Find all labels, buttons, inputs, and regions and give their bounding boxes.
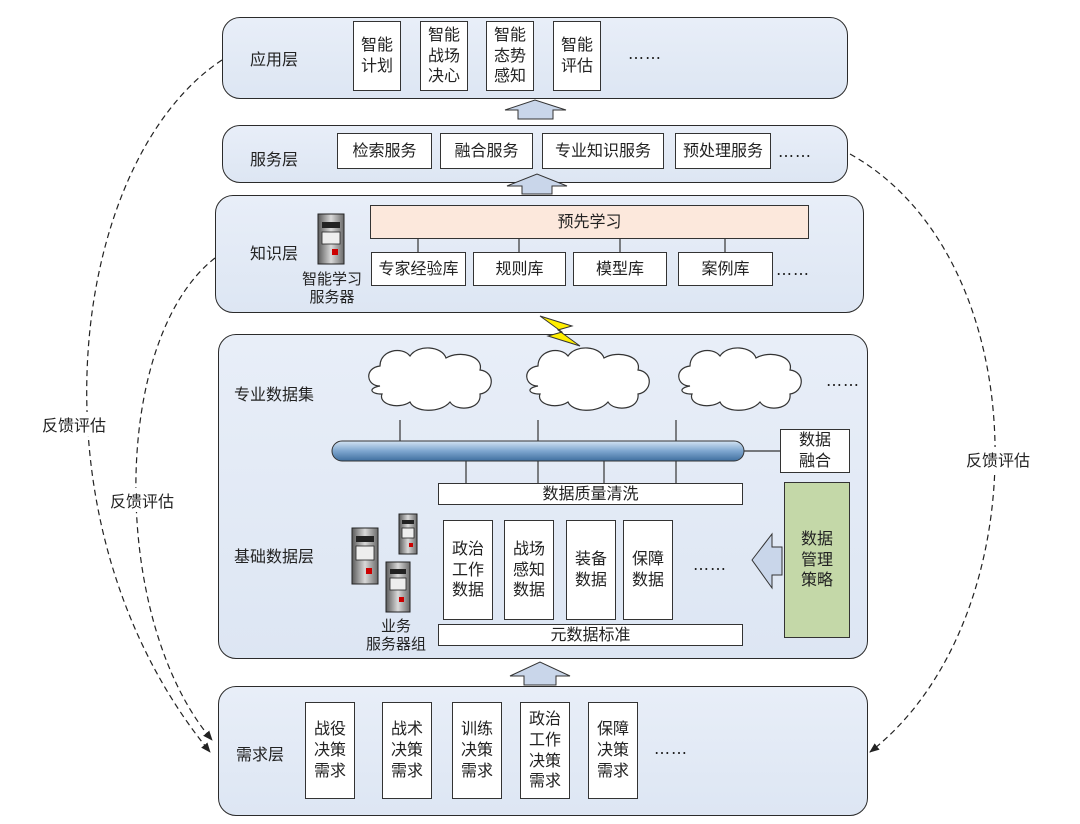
cloud-ellipsis: …… <box>826 371 860 390</box>
feedback-label-right: 反馈评估 <box>966 447 1031 471</box>
feedback-label-inner-left: 反馈评估 <box>110 488 175 512</box>
service-item-expert-knowledge: 专业知识服务 <box>542 133 664 169</box>
knowledge-item-cases: 案例库 <box>678 252 773 286</box>
metadata-standard-box: 元数据标准 <box>438 624 743 646</box>
knowledge-item-models: 模型库 <box>573 252 667 286</box>
base-item-political-work-data: 政治 工作 数据 <box>443 520 493 620</box>
knowledge-layer-title: 知识层 <box>250 244 299 263</box>
learning-server-label: 智能学习 服务器 <box>301 270 362 306</box>
data-fusion-box: 数据 融合 <box>780 429 850 473</box>
base-data-ellipsis: …… <box>693 555 727 574</box>
app-item-battlefield-decision: 智能 战场 决心 <box>420 21 468 91</box>
base-item-battlefield-awareness-data: 战场 感知 数据 <box>504 520 554 620</box>
base-data-layer-title: 基础数据层 <box>234 547 315 566</box>
pre-learning-banner: 预先学习 <box>370 205 809 239</box>
cloud-plan-dataset-label: 计划领域 数据集 <box>711 360 776 399</box>
service-item-retrieval: 检索服务 <box>337 133 432 169</box>
data-quality-cleaning-box: 数据质量清洗 <box>438 483 743 505</box>
demand-item-support: 保障 决策 需求 <box>588 702 638 799</box>
demand-layer-title: 需求层 <box>236 745 285 764</box>
up-arrow-demand-to-data <box>509 661 571 686</box>
feedback-outer-left-curve <box>86 59 223 753</box>
base-item-equipment-data: 装备 数据 <box>566 520 616 620</box>
cloud-combat-dataset-label: 战斗领域 数据集 <box>558 360 623 399</box>
service-item-preprocessing: 预处理服务 <box>675 133 771 169</box>
app-item-situation-awareness: 智能 态势 感知 <box>486 21 534 91</box>
service-layer-title: 服务层 <box>250 150 299 169</box>
knowledge-item-expert-experience: 专家经验库 <box>371 252 466 286</box>
application-layer <box>222 17 848 99</box>
feedback-label-outer-left: 反馈评估 <box>42 412 107 436</box>
data-management-strategy-box: 数据 管理 策略 <box>784 482 850 638</box>
cloud-campaign-dataset-label: 战役领域 数据集 <box>400 360 465 399</box>
up-arrow-service-to-app <box>504 99 567 120</box>
app-item-intelligent-evaluation: 智能 评估 <box>553 21 601 91</box>
demand-item-political-work: 政治 工作 决策 需求 <box>520 702 570 799</box>
app-layer-ellipsis: …… <box>628 44 662 63</box>
knowledge-item-rules: 规则库 <box>473 252 566 286</box>
app-item-intelligent-plan: 智能 计划 <box>353 21 401 91</box>
demand-item-training: 训练 决策 需求 <box>452 702 502 799</box>
application-layer-title: 应用层 <box>250 50 299 69</box>
demand-layer-ellipsis: …… <box>654 739 688 758</box>
knowledge-layer-ellipsis: …… <box>776 260 810 279</box>
service-item-fusion: 融合服务 <box>440 133 533 169</box>
demand-item-tactical: 战术 决策 需求 <box>382 702 432 799</box>
dataset-title: 专业数据集 <box>234 385 315 404</box>
service-layer-ellipsis: …… <box>778 142 812 161</box>
base-item-support-data: 保障 数据 <box>623 520 673 620</box>
demand-item-campaign: 战役 决策 需求 <box>305 702 355 799</box>
business-server-group-label: 业务 服务器组 <box>365 617 426 653</box>
